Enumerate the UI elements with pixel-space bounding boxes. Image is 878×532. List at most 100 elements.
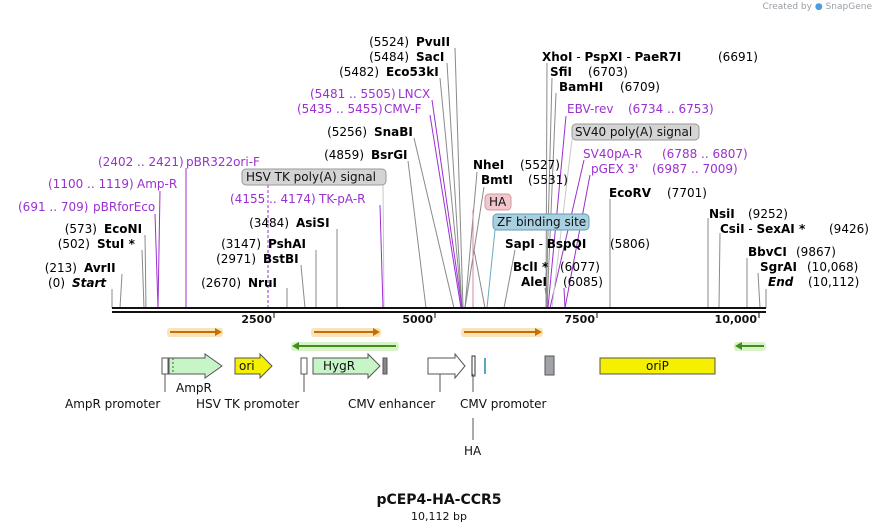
zf-binding-label: ZF binding site — [497, 215, 586, 229]
site-csii-group: CsiI - SexAI * — [720, 222, 806, 236]
site-position: (5524) — [369, 35, 409, 49]
site-position: (10,068) — [807, 260, 858, 274]
site-position: (5256) — [327, 125, 367, 139]
bottom-labels: AmpR promoter HSV TK promoter CMV enhanc… — [65, 374, 547, 458]
site-csii: CsiI — [720, 222, 745, 236]
site-position: (5482) — [339, 65, 379, 79]
site-xhoi-group: XhoI - PspXI - PaeR7I — [542, 50, 681, 64]
site-position: (9252) — [748, 207, 788, 221]
site-saci: SacI — [416, 50, 444, 64]
feature-track: AmpR ori HygR oriP — [161, 352, 716, 395]
sv40-polya-feature — [544, 355, 555, 376]
sequence-ruler: 2500 5000 7500 10,000 — [112, 307, 766, 326]
site-position: (5527) — [520, 158, 560, 172]
created-by-credit: Created by ● SnapGene — [762, 2, 872, 12]
hygr-feature — [312, 352, 381, 380]
site-position: (6085) — [563, 275, 603, 289]
site-position: (6691) — [718, 50, 758, 64]
site-alei: AleI — [521, 275, 547, 289]
cmv-enhancer-label: CMV enhancer — [348, 397, 435, 411]
site-position: (2971) — [216, 252, 256, 266]
hygr-label: HygR — [323, 359, 355, 373]
site-nrui: NruI — [248, 276, 277, 290]
cmv-enhancer-feature — [427, 352, 466, 380]
site-sapi-group: SapI - BspQI — [505, 237, 586, 251]
site-bstbi: BstBI — [263, 252, 299, 266]
site-sfii: SfiI — [550, 65, 572, 79]
primer-range: (6987 .. 7009) — [652, 162, 738, 176]
site-position: (9867) — [796, 245, 836, 259]
cmv-promoter-feature — [471, 355, 476, 377]
primer-amp-r: Amp-R — [137, 177, 177, 191]
site-bmti: BmtI — [481, 173, 513, 187]
site-ecorv: EcoRV — [609, 186, 652, 200]
start-label: Start — [72, 276, 107, 290]
tick-label-2500: 2500 — [241, 313, 272, 326]
primer-range: (1100 .. 1119) — [48, 177, 134, 191]
site-position: (5484) — [369, 50, 409, 64]
site-position: (5531) — [528, 173, 568, 187]
ha-bottom-label: HA — [464, 444, 482, 458]
hsv-tk-polya-label: HSV TK poly(A) signal — [246, 170, 376, 184]
site-bcli: BclI * — [513, 260, 549, 274]
primer-cmv-f: CMV-F — [384, 102, 422, 116]
ampr-feature — [168, 353, 223, 379]
primer-range: (5481 .. 5505) — [310, 87, 396, 101]
site-nsii: NsiI — [709, 207, 735, 221]
site-xhoi: XhoI — [542, 50, 573, 64]
site-position: (502) — [58, 237, 90, 251]
site-eco53ki: Eco53kI — [386, 65, 439, 79]
brand-name: SnapGene — [825, 2, 872, 12]
site-avrii: AvrII — [84, 261, 116, 275]
annotation-arrows — [167, 328, 766, 351]
primer-labels: (5481 .. 5505) LNCX (5435 .. 5455) CMV-F… — [18, 87, 748, 214]
site-pvuii: PvuII — [416, 35, 450, 49]
primer-range: (691 .. 709) — [18, 200, 88, 214]
site-paer7i: PaeR7I — [635, 50, 682, 64]
site-position: (6709) — [620, 80, 660, 94]
site-bsrgi: BsrGI — [371, 148, 408, 162]
site-bbvci: BbvCI — [748, 245, 787, 259]
site-position: (6077) — [560, 260, 600, 274]
site-pspxi: PspXI — [584, 50, 622, 64]
plasmid-size: 10,112 bp — [411, 510, 467, 523]
end-label: End — [768, 275, 794, 289]
tick-label-10000: 10,000 — [715, 313, 758, 326]
primer-pgex-3: pGEX 3' — [591, 162, 638, 176]
site-econi: EcoNI — [104, 222, 142, 236]
site-bamhi: BamHI — [559, 80, 603, 94]
snapgene-logo-icon: ● — [814, 2, 823, 12]
primer-range: (6734 .. 6753) — [628, 102, 714, 116]
boxed-feature-labels: HSV TK poly(A) signal SV40 poly(A) signa… — [241, 123, 700, 231]
zf-binding-box — [492, 213, 590, 231]
hsv-tk-promoter-label: HSV TK promoter — [196, 397, 299, 411]
site-asisi: AsiSI — [296, 216, 330, 230]
tick-label-7500: 7500 — [564, 313, 595, 326]
primer-sv40pa-r: SV40pA-R — [583, 147, 642, 161]
created-by-text: Created by — [762, 2, 812, 12]
primer-pbrforeco: pBRforEco — [93, 200, 155, 214]
site-position: (6703) — [588, 65, 628, 79]
site-position: (5806) — [610, 237, 650, 251]
primer-connectors — [154, 99, 591, 309]
site-bspqi: BspQI — [547, 237, 587, 251]
primer-range: (2402 .. 2421) — [98, 155, 184, 169]
primer-tk-pa-r: TK-pA-R — [318, 192, 366, 206]
hsv-tk-promoter-feature — [300, 357, 308, 375]
site-labels-right: NheI (5527) BmtI (5531) XhoI - PspXI - P… — [473, 50, 869, 289]
site-sgrai: SgrAI — [760, 260, 797, 274]
site-stui: StuI * — [97, 237, 136, 251]
end-position: (10,112) — [808, 275, 859, 289]
site-position: (3147) — [221, 237, 261, 251]
ampr-promoter-label: AmpR promoter — [65, 397, 160, 411]
ampr-label: AmpR — [176, 381, 212, 395]
tick-label-5000: 5000 — [402, 313, 433, 326]
hsv-tk-polya-box — [241, 168, 387, 186]
site-position: (213) — [45, 261, 77, 275]
primer-range: (5435 .. 5455) — [297, 102, 383, 116]
primer-ebv-rev: EBV-rev — [567, 102, 613, 116]
ha-box-label: HA — [489, 195, 507, 209]
primer-range: (6788 .. 6807) — [662, 147, 748, 161]
site-sexai: SexAI — [757, 222, 795, 236]
